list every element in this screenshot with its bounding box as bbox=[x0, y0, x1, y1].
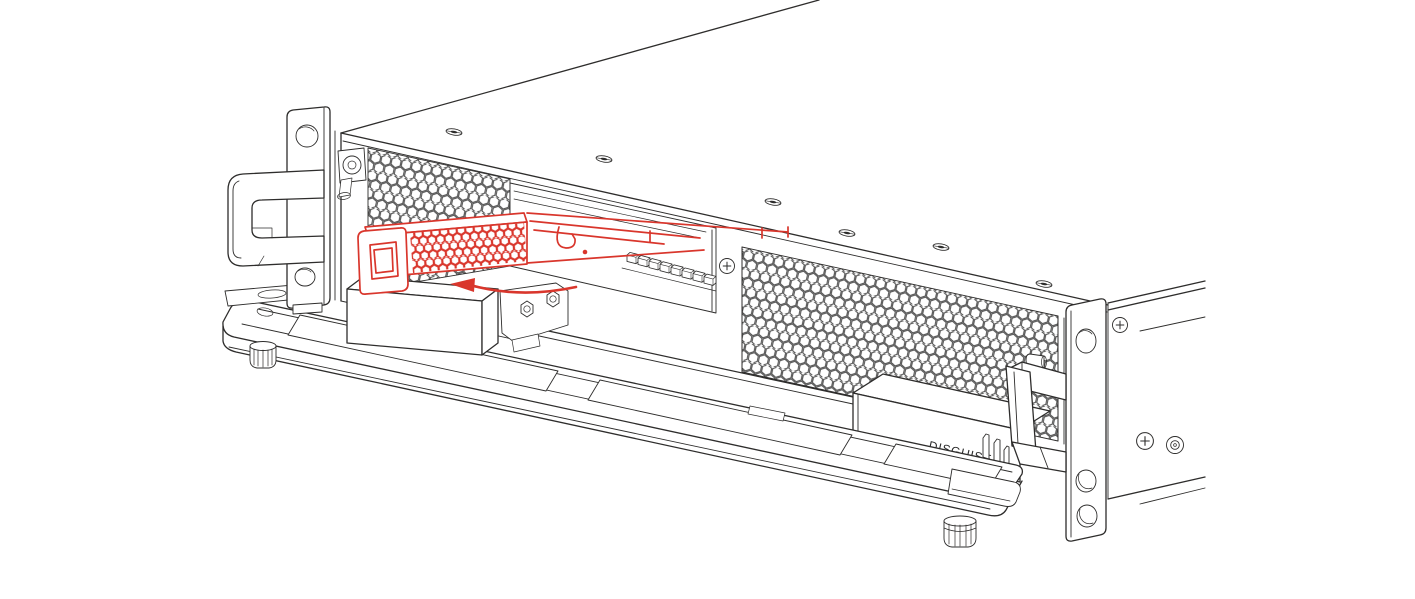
right-rack-ear bbox=[1005, 298, 1107, 542]
side-standoff bbox=[1166, 436, 1184, 454]
bay-divider-screw bbox=[719, 258, 735, 274]
side-screw-top bbox=[1112, 317, 1128, 333]
right-handle bbox=[1005, 361, 1067, 473]
ear-hole-bottom bbox=[294, 267, 316, 287]
chassis-right-side bbox=[1107, 280, 1206, 505]
side-screw-bottom bbox=[1136, 432, 1154, 450]
tray-latch-notch bbox=[747, 405, 786, 422]
chassis-top-face bbox=[340, 0, 1109, 313]
caddy-hex-grip bbox=[410, 223, 527, 273]
caddy-latch-hook bbox=[556, 226, 576, 249]
left-rack-ear bbox=[227, 106, 331, 315]
module-bracket bbox=[499, 282, 569, 353]
left-handle bbox=[227, 169, 325, 267]
tray-slot-hole bbox=[256, 307, 274, 317]
ear-hole-top bbox=[295, 124, 319, 148]
lower-drive-module bbox=[346, 276, 569, 356]
bnc-connector bbox=[337, 147, 367, 200]
bay-shelf-rail bbox=[529, 326, 854, 398]
thumbscrew-left bbox=[249, 341, 277, 369]
ear-hole-bottom bbox=[1076, 504, 1098, 528]
removal-arrow bbox=[450, 278, 578, 294]
ear-hole-mid bbox=[1075, 469, 1097, 493]
thumbscrew-right bbox=[943, 515, 977, 548]
ear-hole-top bbox=[1075, 328, 1097, 354]
tray-end-block-right bbox=[947, 468, 1021, 507]
bay-shelf-rail-inner bbox=[529, 333, 854, 405]
caddy-latch-button bbox=[357, 227, 409, 295]
drive-caddy-highlighted bbox=[357, 212, 789, 295]
